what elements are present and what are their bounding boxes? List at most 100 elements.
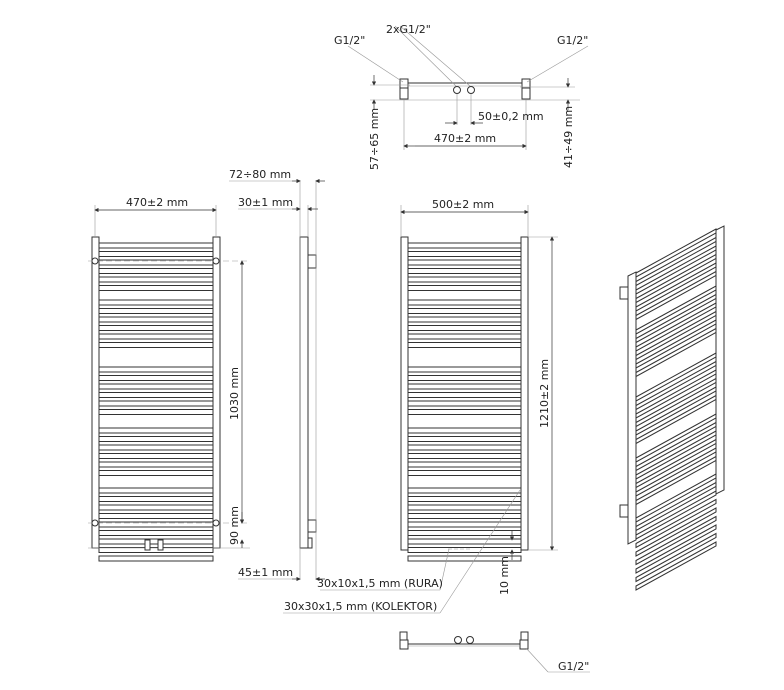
label-conn-middle: 2xG1/2" bbox=[386, 23, 431, 36]
rail-tube bbox=[407, 242, 522, 249]
rail-tube bbox=[407, 276, 522, 283]
top-view: G1/2" 2xG1/2" G1/2" 57÷65 mm 41÷49 mm 50… bbox=[334, 23, 588, 170]
label-bottom-conn: G1/2" bbox=[558, 660, 589, 673]
rail-tube bbox=[407, 325, 522, 331]
rail-tube bbox=[635, 507, 717, 557]
rail-tube bbox=[98, 461, 214, 468]
side-bracket bbox=[307, 519, 317, 533]
rail-tube bbox=[407, 409, 522, 415]
rail-tube bbox=[407, 521, 522, 528]
rear-right-collector bbox=[520, 236, 529, 551]
rail-tube bbox=[407, 538, 522, 545]
side-bracket bbox=[307, 254, 317, 269]
rail-tube bbox=[98, 342, 214, 348]
right-collector-top bbox=[521, 78, 531, 89]
rail-tube bbox=[407, 453, 522, 459]
rail-tube bbox=[98, 504, 214, 511]
rail-tube bbox=[407, 504, 522, 511]
rail-tube bbox=[98, 268, 214, 274]
rail-tube bbox=[98, 285, 214, 291]
rail-tube bbox=[98, 276, 214, 283]
isometric-view bbox=[619, 225, 725, 591]
rail-tube bbox=[407, 251, 522, 257]
rail-tube bbox=[407, 366, 522, 373]
label-wall-distance: 72÷80 mm bbox=[229, 168, 291, 181]
label-mount-height: 1030 mm bbox=[228, 367, 241, 420]
rail-tube bbox=[98, 366, 214, 373]
iso-bracket bbox=[619, 286, 629, 300]
label-top-width: 470±2 mm bbox=[434, 132, 496, 145]
rail-tube bbox=[98, 444, 214, 451]
label-pipe-offset: 45±1 mm bbox=[238, 566, 293, 579]
rail-tube bbox=[407, 259, 522, 266]
right-collector bbox=[212, 236, 221, 549]
rail-tube bbox=[407, 375, 522, 381]
rail-tube bbox=[98, 299, 214, 306]
rail-tube bbox=[98, 409, 214, 415]
rail-tube bbox=[407, 342, 522, 348]
rail-tube bbox=[98, 513, 214, 519]
rail-tube bbox=[635, 515, 717, 566]
rail-tube bbox=[407, 383, 522, 390]
side-collector bbox=[299, 236, 309, 549]
rail-tube bbox=[98, 555, 214, 562]
rail-tube bbox=[635, 524, 717, 574]
valve-icon bbox=[157, 539, 164, 551]
mount-bracket-icon bbox=[91, 257, 99, 265]
rail-tube bbox=[98, 375, 214, 381]
rail-tube bbox=[98, 538, 214, 545]
rail-tube bbox=[98, 453, 214, 459]
bottom-view: G1/2" bbox=[399, 631, 590, 673]
label-depth-right: 41÷49 mm bbox=[562, 106, 575, 168]
rail-tube bbox=[98, 325, 214, 331]
rail-tube bbox=[98, 242, 214, 249]
label-rear-width: 500±2 mm bbox=[432, 198, 494, 211]
rail-tube bbox=[98, 547, 214, 553]
label-conn-left: G1/2" bbox=[334, 34, 365, 47]
rail-tube bbox=[407, 530, 522, 536]
label-conn-right: G1/2" bbox=[557, 34, 588, 47]
rail-tube bbox=[98, 400, 214, 407]
label-collector-spec: 30x30x1,5 mm (KOLEKTOR) bbox=[284, 600, 437, 613]
rail-tube bbox=[635, 541, 717, 591]
iso-right-collector bbox=[715, 225, 725, 495]
rail-tube bbox=[407, 400, 522, 407]
rail-tube bbox=[407, 333, 522, 340]
rear-left-collector bbox=[400, 236, 409, 551]
connector-icon bbox=[454, 636, 462, 644]
rail-tube bbox=[98, 496, 214, 502]
rail-tube bbox=[407, 487, 522, 494]
rear-view: 500±2 mm 1210±2 mm 10 mm 30x10x1,5 mm (R… bbox=[283, 198, 558, 614]
rail-tube bbox=[407, 470, 522, 476]
rail-tube bbox=[407, 308, 522, 314]
rail-tube bbox=[98, 308, 214, 314]
left-collector bbox=[91, 236, 100, 549]
rail-tube bbox=[407, 392, 522, 398]
rail-tube bbox=[98, 427, 214, 434]
left-bracket-top bbox=[399, 87, 409, 100]
label-mount-width: 470±2 mm bbox=[126, 196, 188, 209]
rail-tube bbox=[407, 299, 522, 306]
label-depth-left: 57÷65 mm bbox=[368, 108, 381, 170]
rail-tube bbox=[407, 427, 522, 434]
label-rear-height: 1210±2 mm bbox=[538, 359, 551, 428]
rail-tube bbox=[635, 532, 717, 583]
rail-tube bbox=[635, 498, 717, 549]
connector-icon bbox=[466, 636, 474, 644]
front-view: 470±2 mm 1030 mm 90 mm bbox=[88, 196, 250, 562]
right-bracket-top bbox=[521, 87, 531, 100]
connector-icon bbox=[467, 86, 475, 94]
rail-tube bbox=[98, 251, 214, 257]
rail-tube bbox=[407, 285, 522, 291]
rail-tube bbox=[98, 530, 214, 536]
rail-tube bbox=[407, 268, 522, 274]
label-spacing: 50±0,2 mm bbox=[478, 110, 544, 123]
iso-bracket bbox=[619, 504, 629, 518]
label-collector-depth: 30±1 mm bbox=[238, 196, 293, 209]
left-collector-top bbox=[399, 78, 409, 89]
side-pipe bbox=[307, 537, 313, 549]
side-view: 72÷80 mm 30±1 mm 45±1 mm bbox=[229, 168, 325, 582]
rail-tube bbox=[407, 436, 522, 442]
rail-tube bbox=[98, 316, 214, 323]
valve-icon bbox=[144, 539, 151, 551]
